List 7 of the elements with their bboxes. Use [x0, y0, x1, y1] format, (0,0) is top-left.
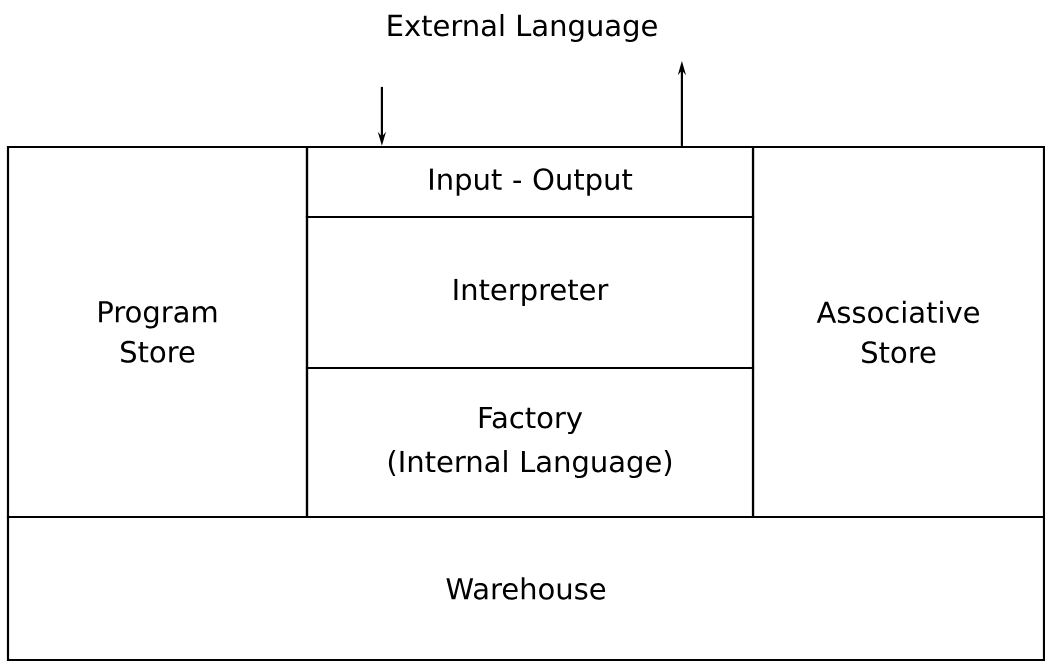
- heading-label: External Language: [388, 13, 657, 43]
- block-box: Associative Store: [751, 145, 1045, 519]
- block-box: Input - Output: [305, 145, 755, 219]
- block-box: Program Store: [6, 145, 309, 519]
- block-box: Warehouse: [6, 515, 1045, 662]
- block-box: Interpreter: [305, 215, 755, 370]
- block-box: Factory (Internal Language): [305, 366, 755, 519]
